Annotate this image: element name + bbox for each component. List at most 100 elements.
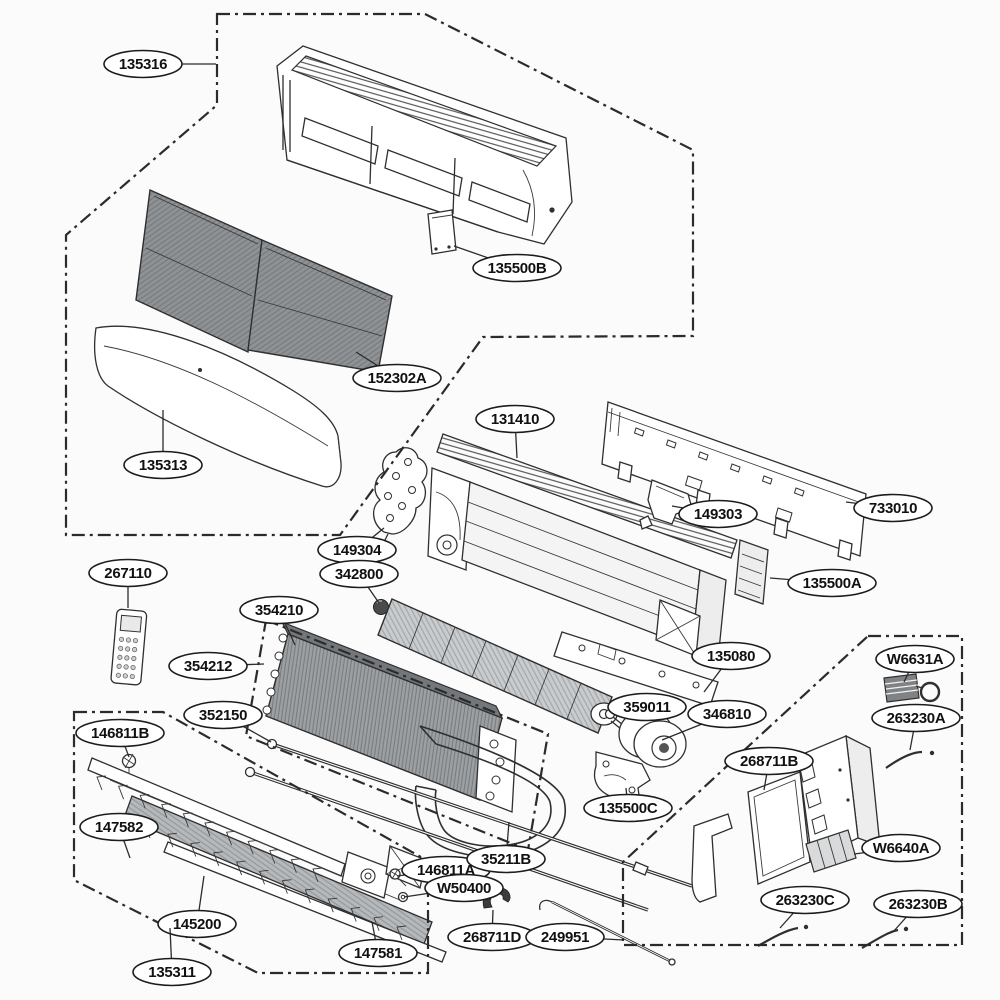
louver-fin <box>396 925 407 941</box>
callout-bubble <box>678 499 758 529</box>
callout-bubble <box>319 559 399 589</box>
part-number-label: 352150 <box>199 707 247 724</box>
callout-bubble <box>352 363 442 393</box>
holder-bracket-drawing <box>373 447 428 543</box>
top-assembly-boundary <box>64 12 695 537</box>
callout-145200: 145200 <box>157 875 237 939</box>
callout-bubble <box>687 699 767 729</box>
part-number-label: 733010 <box>869 500 917 517</box>
callout-bubble <box>424 873 504 903</box>
part-number-label: 146811B <box>91 725 149 742</box>
callout-labels: 135316 135500B 152302A 135313 131410 149303 73… <box>75 49 963 987</box>
callout-135080: 135080 <box>691 641 771 693</box>
callout-bubble <box>88 558 168 588</box>
callout-354210: 354210 <box>239 595 319 646</box>
louver-fin <box>96 775 107 791</box>
part-number-label: 135500B <box>488 260 547 277</box>
callout-W6640A: W6640A <box>853 833 941 863</box>
callout-147581: 147581 <box>338 921 418 968</box>
part-number-label: 135500C <box>599 800 658 817</box>
part-number-label: 131410 <box>491 411 539 428</box>
callout-263230B: 263230B <box>873 889 963 933</box>
callout-bubble <box>75 718 165 748</box>
part-number-label: 145200 <box>173 916 221 933</box>
louver-fin <box>236 860 246 876</box>
part-number-label: 249951 <box>541 929 589 946</box>
louver-fin <box>350 907 361 922</box>
louver-fin <box>247 839 258 855</box>
bottom-left-assembly-boundary <box>72 710 430 975</box>
louver-fin <box>204 821 215 837</box>
callout-346810: 346810 <box>661 699 767 741</box>
part-number-label: 263230C <box>776 892 835 909</box>
bracket-drawing-135500A <box>734 539 769 605</box>
part-number-label: 35211B <box>481 851 531 868</box>
callout-359011: 359011 <box>607 692 687 722</box>
louver-fin <box>312 867 323 883</box>
callout-bubble <box>760 885 850 915</box>
part-number-label: 346810 <box>703 706 751 723</box>
callout-35211B: 35211B <box>466 821 546 874</box>
filters-drawing <box>135 188 393 373</box>
motor-mount-drawing <box>593 751 651 803</box>
callout-bubble <box>724 746 814 776</box>
louver-fin <box>139 793 150 809</box>
callout-bubble <box>583 793 673 823</box>
front-panel-drawing <box>93 325 342 488</box>
callout-342800: 342800 <box>319 559 399 604</box>
callout-W6631A: W6631A <box>875 644 955 683</box>
callout-bubble <box>183 700 263 730</box>
callout-147582: 147582 <box>79 812 159 859</box>
louver-fin <box>269 849 279 864</box>
louver-fin <box>304 888 315 904</box>
callout-135500A: 135500A <box>769 568 877 598</box>
callout-bubble <box>861 833 941 863</box>
callout-249951: 249951 <box>525 922 625 952</box>
louver-fin <box>281 879 292 894</box>
callout-bubble <box>787 568 877 598</box>
callout-bubble <box>168 651 248 681</box>
callout-bubble <box>472 253 562 283</box>
louver-fin <box>167 832 177 848</box>
callout-352150: 352150 <box>183 700 272 743</box>
callout-bubble <box>79 812 159 842</box>
part-number-label: W50400 <box>437 880 491 897</box>
part-number-label: 152302A <box>368 370 427 387</box>
part-number-label: 263230B <box>889 896 948 913</box>
part-number-label: 135316 <box>119 56 167 73</box>
callout-bubble <box>132 957 212 987</box>
callout-733010: 733010 <box>845 493 933 523</box>
part-number-label: 149303 <box>694 506 742 523</box>
terminal-block-drawing-W6640A <box>805 829 857 873</box>
chassis-drawing <box>276 45 573 245</box>
callout-bubble <box>607 692 687 722</box>
part-number-label: 135311 <box>148 964 195 981</box>
wire-drawing-263230C <box>757 924 809 947</box>
callout-W50400: W50400 <box>403 873 504 903</box>
callout-bubble <box>475 404 555 434</box>
screw-drawing-146811B <box>121 753 137 774</box>
callout-bubble <box>123 450 203 480</box>
bracket-drawing-149303 <box>639 479 693 530</box>
part-number-label: 135313 <box>139 457 187 474</box>
louver-fin <box>190 842 200 857</box>
callout-149303: 149303 <box>671 499 758 529</box>
callout-bubble <box>103 49 183 79</box>
callout-135316: 135316 <box>103 49 216 79</box>
callout-152302A: 152302A <box>352 351 442 393</box>
louver-fin <box>117 784 128 800</box>
callout-135500C: 135500C <box>583 787 673 823</box>
part-number-label: 268711B <box>740 753 798 770</box>
callout-146811B: 146811B <box>75 718 165 758</box>
part-number-label: 135080 <box>707 648 755 665</box>
callout-135311: 135311 <box>132 927 212 987</box>
callout-131410: 131410 <box>475 404 555 459</box>
callout-268711B: 268711B <box>724 746 814 791</box>
louver-fin <box>182 812 193 827</box>
louver-fin <box>327 897 338 913</box>
louver-fin <box>290 858 301 873</box>
callout-bubble <box>338 938 418 968</box>
electrical-box-boundary <box>621 634 964 947</box>
